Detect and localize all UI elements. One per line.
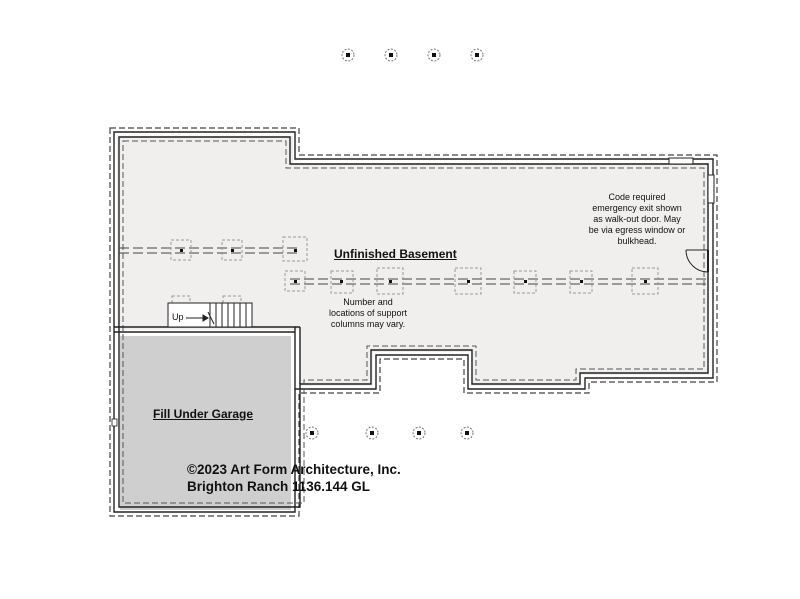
emergency-exit-note: Code required emergency exit shown as wa… [588,192,686,246]
basement-floor [117,136,709,386]
beam-lines [119,247,708,285]
garage-label: Fill Under Garage [153,407,254,421]
plan-name-line: Brighton Ranch 1136.144 GL [187,479,371,494]
pier-footing-icon [305,48,484,440]
stairs [167,302,253,328]
walkout-door [685,249,709,273]
window-marker [668,157,715,204]
copyright-line: ©2023 Art Form Architecture, Inc. [187,462,401,477]
foundation-walls [109,127,718,517]
stair-up-label: Up [172,312,184,322]
basement-label: Unfinished Basement [334,247,457,261]
garage-fill-area [120,336,291,510]
copyright-block: ©2023 Art Form Architecture, Inc. Bright… [187,461,401,495]
support-columns-note: Number and locations of support columns … [328,297,408,329]
wall-marker [111,418,118,427]
